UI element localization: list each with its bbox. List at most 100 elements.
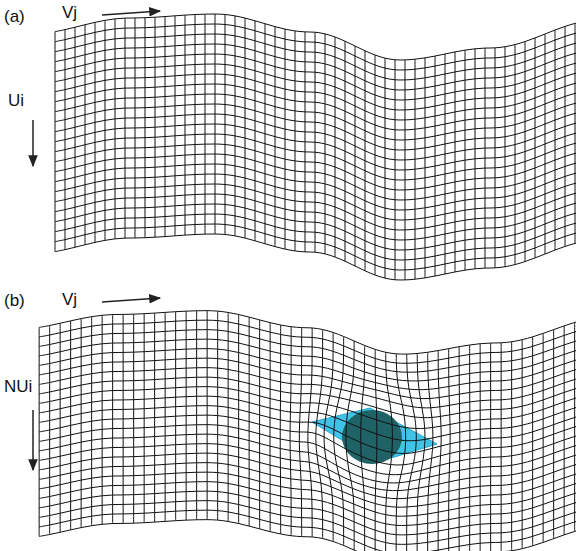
- grid-line: [39, 520, 576, 551]
- grid-line: [112, 315, 113, 524]
- grid-line: [255, 21, 256, 241]
- grid-line: [285, 29, 286, 249]
- grid-line: [228, 312, 229, 521]
- grid-line: [145, 18, 146, 238]
- grid-line: [455, 52, 456, 272]
- grid-line: [39, 472, 576, 516]
- grid-line: [265, 24, 266, 244]
- grid-line: [495, 48, 496, 268]
- grid-line: [465, 50, 466, 270]
- grid-line: [459, 347, 461, 551]
- grid-line: [186, 311, 187, 520]
- grid-line: [225, 14, 226, 234]
- grid-line: [175, 312, 176, 521]
- grid-line: [315, 32, 316, 252]
- grid-line: [185, 15, 186, 235]
- grid-line: [123, 314, 124, 523]
- panel-label: (b): [4, 292, 25, 309]
- grid-line: [65, 30, 66, 250]
- grid-line: [102, 315, 103, 524]
- grid-line: [60, 323, 61, 532]
- grid-line: [535, 38, 536, 258]
- grid-line: [480, 344, 481, 551]
- grid-line: [335, 37, 336, 257]
- grid-line: [49, 326, 50, 535]
- grid-line: [275, 27, 276, 247]
- grid-line: [543, 333, 544, 542]
- grid-line: [215, 14, 216, 234]
- grid-line: [386, 352, 393, 551]
- grid-line: [445, 54, 446, 274]
- grid-line: [81, 319, 82, 528]
- grid-line: [545, 34, 546, 254]
- grid-line: [144, 314, 145, 523]
- grid-line: [346, 341, 354, 550]
- grid-line: [325, 34, 326, 254]
- grid-line: [361, 345, 365, 551]
- grid-line: [39, 311, 576, 354]
- grid-line: [290, 327, 291, 536]
- panel-label: (a): [4, 8, 25, 25]
- grid-line: [235, 16, 236, 236]
- grid-line: [207, 311, 208, 520]
- arrow: [32, 410, 34, 470]
- grid-line: [334, 336, 344, 545]
- grid-line: [574, 322, 575, 531]
- grid-line: [280, 325, 281, 534]
- grid-line: [428, 352, 433, 551]
- grid-line: [115, 19, 116, 239]
- grid-line: [490, 343, 491, 551]
- axis-label: NUi: [4, 378, 32, 395]
- grid-line: [39, 491, 576, 535]
- grid-line: [316, 330, 323, 539]
- grid-line: [405, 60, 406, 280]
- grid-line: [564, 326, 565, 535]
- grid-line: [449, 349, 451, 551]
- axis-label: Vj: [62, 291, 77, 308]
- grid-line: [238, 315, 239, 524]
- grid-line: [515, 45, 516, 265]
- grid-line: [375, 349, 377, 551]
- grid-line: [39, 320, 576, 363]
- grid-line: [205, 14, 206, 234]
- grid-line: [553, 330, 554, 539]
- arrow: [102, 298, 160, 302]
- grid-line: [125, 18, 126, 238]
- mesh-grid: [55, 14, 576, 280]
- grid-line: [345, 41, 346, 261]
- grid-line: [105, 20, 106, 240]
- grid-line: [475, 49, 476, 269]
- grid-line: [415, 59, 416, 279]
- grid-line: [417, 353, 425, 551]
- grid-line: [55, 32, 56, 252]
- grid-line: [324, 332, 333, 541]
- grid-line: [217, 311, 218, 520]
- grid-line: [485, 48, 486, 268]
- grid-line: [91, 317, 92, 526]
- grid-line: [165, 312, 166, 521]
- grid-line: [365, 51, 366, 271]
- grid-line: [95, 22, 96, 242]
- grid-line: [245, 18, 246, 238]
- grid-line: [195, 15, 196, 235]
- grid-line: [565, 26, 566, 246]
- axis-label: Vj: [62, 4, 77, 21]
- grid-line: [511, 342, 512, 551]
- grid-line: [269, 323, 270, 532]
- grid-line: [196, 311, 197, 520]
- grid-line: [435, 56, 436, 276]
- grid-line: [375, 55, 376, 275]
- grid-line: [249, 317, 250, 526]
- grid-line: [154, 313, 155, 522]
- grid-line: [501, 343, 502, 551]
- grid-line: [505, 47, 506, 267]
- grid-line: [39, 463, 576, 508]
- grid-line: [39, 482, 576, 526]
- grid-line: [133, 314, 134, 523]
- arrow: [32, 120, 34, 166]
- grid-line: [155, 17, 156, 237]
- grid-line: [39, 377, 576, 418]
- grid-line: [308, 328, 312, 537]
- grid-line: [395, 60, 396, 280]
